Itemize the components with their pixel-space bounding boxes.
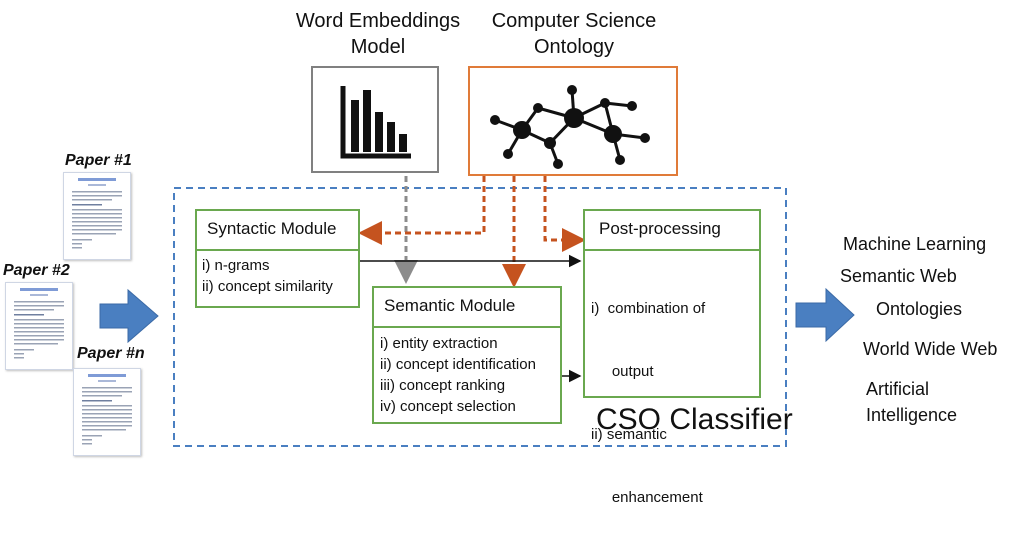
postprocessing-item: ii) semantic [591,426,667,443]
semantic-item: ii) concept identification [380,356,536,373]
input-block-arrow [99,288,159,344]
connectors-layer [99,176,855,447]
ontology-to-postprocessing-arrow [543,176,586,252]
postprocessing-title: Post-processing [599,219,721,238]
word-embeddings-label: Word Embeddings Model [295,10,461,58]
semantic-item: iv) concept selection [380,398,516,415]
network-graph-icon [490,85,650,169]
syntactic-item: i) n-grams [202,257,270,274]
bar-chart-icon [340,86,411,159]
syntactic-module-title: Syntactic Module [207,219,337,238]
semantic-item: iii) concept ranking [380,377,506,394]
cso-classifier-title: CSO Classifier [596,403,793,436]
paper-n-label: Paper #n [77,345,145,362]
result-topic: Semantic Web [840,266,957,286]
postprocessing-divider [585,249,759,251]
cso-classifier-frame [173,187,787,447]
semantic-item: i) entity extraction [380,335,498,352]
postprocessing-item: i) combination of [591,300,706,317]
semantic-module-items: i) entity extraction ii) concept identif… [380,333,536,417]
paper-2-thumbnail [5,282,73,370]
postprocessing-box: Post-processing i) combination of output… [583,209,761,506]
paper-2-label: Paper #2 [3,262,70,279]
paper-1-thumbnail [63,172,131,260]
output-block-arrow [795,287,855,343]
result-topic: Artificial Intelligence [866,379,958,425]
ontology-label: Computer Science Ontology [491,10,657,58]
result-topic: Machine Learning [843,234,987,254]
semantic-module-box: Semantic Module i) entity extraction ii)… [372,286,562,424]
paper-n-thumbnail [73,368,141,456]
postprocessing-item: output [591,363,654,380]
syntactic-module-divider [197,249,358,251]
word-embeddings-box [311,66,439,173]
semantic-module-divider [374,326,560,328]
paper-1-label: Paper #1 [65,152,132,169]
syntactic-module-box: Syntactic Module i) n-grams ii) concept … [195,209,360,308]
result-topic: World Wide Web [863,339,998,359]
syntactic-module-items: i) n-grams ii) concept similarity [202,255,333,297]
result-topic: Ontologies [876,299,963,319]
postprocessing-item: enhancement [591,489,703,506]
syntactic-item: ii) concept similarity [202,278,333,295]
document-icon [72,178,122,249]
semantic-module-title: Semantic Module [384,296,516,315]
ontology-box [468,66,678,176]
document-icon [82,374,132,445]
ontology-to-syntactic-arrow [358,176,486,245]
document-icon [14,288,64,359]
